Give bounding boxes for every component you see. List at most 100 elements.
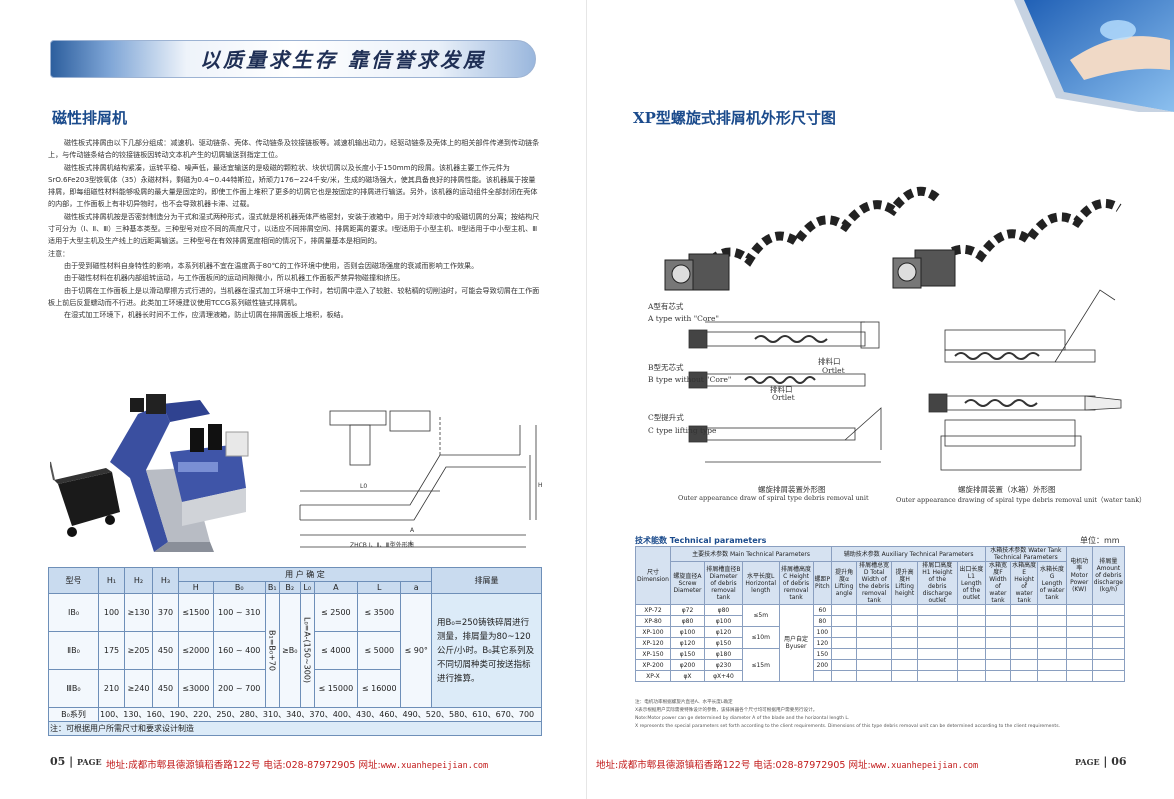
cell-length: ≤5m [741, 604, 780, 627]
cell: 100 [812, 626, 833, 638]
caption1-cn: 螺旋排屑装置外形图 [758, 485, 826, 494]
label-a: A [410, 527, 415, 534]
cell: φ180 [704, 648, 743, 660]
caption1-en: Outer appearance draw of spiral type deb… [678, 494, 869, 502]
cell: φ80 [704, 604, 743, 616]
th-col: 提升高度H Lifting height [891, 561, 918, 605]
cell: φX [669, 670, 706, 682]
label-a-type-cn: A型有芯式 [648, 302, 684, 311]
cell: 370 [152, 593, 179, 632]
cell: 80 [812, 615, 833, 627]
slogan-text: 以质量求生存 靠信誉求发展 [200, 48, 486, 72]
cell: 450 [152, 631, 179, 670]
label-c-type-en: C type lifting type [648, 426, 717, 435]
th-power: 电机功率 Motor Power (KW) [1065, 546, 1093, 605]
cell-length: ≤15m [741, 648, 780, 682]
cell-type: XP-80 [635, 615, 671, 627]
page-spine [586, 0, 587, 799]
xp-params-table: 尺寸 Dimension 主要技术参数 Main Technical Param… [635, 546, 1126, 682]
params-title: 技术能数 Technical parameters [635, 536, 767, 545]
cell: φ230 [704, 659, 743, 671]
output-note: 用B₀=250铸铁碎屑进行测量，排屑量为80~120公斤/小时。B₀其它系列及不… [431, 593, 542, 708]
cell: φ80 [669, 615, 706, 627]
cell: 60 [812, 604, 833, 616]
b0-series-label: B₀系列 [48, 707, 99, 722]
cell-model: ⅡB₀ [48, 631, 99, 670]
cell: 120 [812, 637, 833, 649]
cell: φ100 [704, 615, 743, 627]
th-col: 排屑口高度H1 Height of the debris discharge o… [916, 561, 958, 605]
cell: φ200 [669, 659, 706, 671]
cell: 200 [812, 659, 833, 671]
cell-type: XP-200 [635, 659, 671, 671]
paragraph: 由于磁性材料在机器内部组转运动，与工作面板间的运动间隙微小，所以机器工作面板严禁… [64, 273, 405, 283]
cell-type: XP-120 [635, 637, 671, 649]
cell-type: XP-72 [635, 604, 671, 616]
th-col: 排屑槽总宽D Total Width of the debris removal… [855, 561, 893, 605]
conveyor-outline-drawing: L0 A L H [299, 410, 543, 548]
th-water: 水箱技术参数 Water Tank Technical Parameters [985, 546, 1067, 562]
page-number-right: PAGE | 06 [1075, 755, 1127, 768]
cell: 210 [98, 669, 125, 708]
page-label: PAGE [1075, 757, 1100, 767]
xp-notes: 注：电机功率根据螺旋片直径A、水平长度L确定 X表示根据用户实际需要特殊设计的参… [635, 699, 1125, 731]
th-col: 螺距P Pitch [812, 561, 833, 605]
th-h3: H₃ [152, 567, 179, 594]
paragraph: 磁性板式排屑由以下几部分组成：减速机、驱动链条、壳体、传动链条及铰接链板等。减速… [48, 138, 540, 160]
footer-url-link[interactable]: www.xuanhepeijian.com [380, 761, 489, 771]
cell: 200 ~ 700 [212, 669, 266, 708]
th-user-defined: 用 户 确 定 [178, 567, 432, 582]
note-line: 注：电机功率根据螺旋片直径A、水平长度L确定 [635, 700, 733, 705]
th-sub: L [357, 581, 402, 594]
cell: ≥205 [124, 631, 153, 670]
cell: ≤2000 [178, 631, 214, 670]
cell: ≥240 [124, 669, 153, 708]
th-sub: L₀ [299, 581, 315, 594]
section-title-magnetic: 磁性排屑机 [52, 109, 128, 127]
page-number-left: 05 | PAGE [50, 755, 102, 768]
drawing-caption: ZHCB Ⅰ、Ⅱ、Ⅲ型外形图 [350, 542, 414, 549]
footer-address: 地址:成都市郫县德源镇稻香路122号 电话:028-87972905 网址: [596, 760, 871, 771]
footer-right: 地址:成都市郫县德源镇稻香路122号 电话:028-87972905 网址:ww… [596, 757, 978, 771]
th-col: 水箱长度G Length of water tank [1037, 561, 1067, 605]
th-sub: B₁ [264, 581, 280, 594]
note-line: X represents the special parameters set … [635, 724, 1061, 729]
paragraph: 在湿式加工环境下，机器长时间不工作，应清理液箱，防止切屑在排屑面板上堆积，板结。 [64, 310, 348, 320]
cell: φ150 [669, 648, 706, 660]
label-outlet2-en: Ortlet [772, 393, 795, 402]
label-outlet2-cn: 排料口 [770, 385, 793, 394]
th-sub: B₀ [212, 581, 266, 594]
th-sub: A [313, 581, 359, 594]
label-l: L [410, 540, 414, 547]
th-sub: a [400, 581, 432, 594]
slogan-banner [50, 40, 536, 78]
cell-type: XP-X [635, 670, 671, 682]
magnetic-spec-table: 型号 H₁ H₂ H₃ 用 户 确 定 排屑量 H B₀ B₁ B₂ L₀ A … [48, 567, 542, 736]
note-line: Note:Motor power can ge determined by di… [635, 716, 850, 721]
cell-length: ≤10m [741, 626, 780, 649]
label-b-type-cn: B型无芯式 [648, 363, 684, 372]
th-amount: 排屑量 Amount of debris discharge (kg/h) [1091, 546, 1126, 605]
section-title-xp: XP型螺旋式排屑机外形尺寸图 [633, 109, 836, 127]
th-col: 提升角度α Lifting angle [831, 561, 857, 605]
cell: ≤ 4000 [313, 631, 359, 670]
cell-type: XP-150 [635, 648, 671, 660]
cell: 150 [812, 648, 833, 660]
th-col: 水平长度L Horizontal length [741, 561, 780, 605]
footer-left: 地址:成都市郫县德源镇稻香路122号 电话:028-87972905 网址:ww… [106, 757, 488, 771]
paragraph: 磁性板式排屑机结构紧凑，运转平稳、噪声低，最适宜输送的是吸磁的颗粒状、块状切屑以… [48, 162, 538, 209]
paragraph: 由于受到磁性材料自身特性的影响，本系列机器不宜在温度高于80℃的工作环境中使用，… [64, 260, 479, 270]
cell-angle: ≤ 90° [400, 593, 432, 708]
label-b-type-en: B type without "Core" [648, 375, 732, 384]
th-col: 水箱高度E Height of water tank [1009, 561, 1039, 605]
cell: ≤ 16000 [357, 669, 402, 708]
th-h1: H₁ [98, 567, 125, 594]
cell-c: 用户自定 Byuser [778, 604, 814, 682]
cell: ≤ 3500 [357, 593, 402, 632]
footer-url-link[interactable]: www.xuanhepeijian.com [870, 761, 979, 771]
cell: φ72 [669, 604, 706, 616]
cell-l0: L₀=A-(150~300) [299, 593, 315, 708]
cell-model: ⅢB₀ [48, 669, 99, 708]
paragraph: 磁性板式排屑机按是否密封制造分为干式和湿式两种形式，湿式就是将机器壳体严格密封，… [48, 211, 540, 246]
th-aux: 辅助技术参数 Auxiliary Technical Parameters [831, 546, 986, 562]
